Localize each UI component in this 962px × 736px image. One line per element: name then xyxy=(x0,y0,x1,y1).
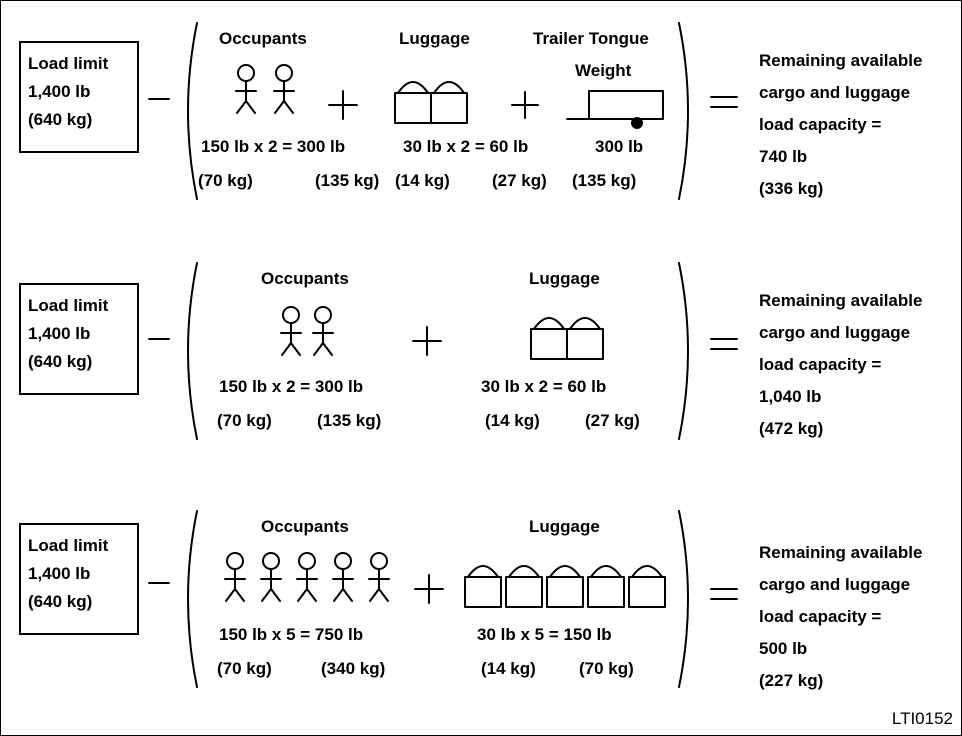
trailer-icon xyxy=(566,90,664,129)
suitcase-icon xyxy=(530,317,568,360)
result-text: Remaining available cargo and luggage lo… xyxy=(759,537,922,697)
luggage-calc: 30 lb x 2 = 60 lb xyxy=(403,137,529,156)
occupant-kg-each: (70 kg) xyxy=(217,659,272,678)
occupants-calc: 150 lb x 5 = 750 lb xyxy=(219,625,364,644)
luggage-kg-total: (27 kg) xyxy=(585,411,640,430)
occupants-calc: 150 lb x 2 = 300 lb xyxy=(201,137,346,156)
load-limit-lb: 1,400 lb xyxy=(28,82,91,101)
occupants-label: Occupants xyxy=(261,269,349,288)
trailer-label-line1: Trailer Tongue xyxy=(533,29,649,48)
suitcase-icon xyxy=(464,565,502,608)
load-limit-box: Load limit 1,400 lb (640 kg) xyxy=(19,41,139,153)
bracket-icon xyxy=(187,510,198,688)
person-icon xyxy=(280,306,302,356)
load-limit-box: Load limit 1,400 lb (640 kg) xyxy=(19,283,139,395)
person-icon xyxy=(296,552,318,602)
result-line-3: load capacity = xyxy=(759,607,882,626)
result-line-3: load capacity = xyxy=(759,115,882,134)
result-line-3: load capacity = xyxy=(759,355,882,374)
suitcase-icon xyxy=(566,317,604,360)
result-kg: (472 kg) xyxy=(759,419,824,438)
person-icon xyxy=(273,64,295,114)
load-limit-title: Load limit xyxy=(28,536,109,555)
load-limit-title: Load limit xyxy=(28,296,109,315)
load-limit-kg: (640 kg) xyxy=(28,110,93,129)
result-line-1: Remaining available xyxy=(759,543,923,562)
result-text: Remaining available cargo and luggage lo… xyxy=(759,285,922,445)
person-icon xyxy=(224,552,246,602)
load-limit-lb: 1,400 lb xyxy=(28,324,91,343)
result-kg: (336 kg) xyxy=(759,179,824,198)
result-line-2: cargo and luggage xyxy=(759,323,911,342)
luggage-kg-total: (27 kg) xyxy=(492,171,547,190)
luggage-calc: 30 lb x 5 = 150 lb xyxy=(477,625,612,644)
occupants-kg-total: (135 kg) xyxy=(317,411,382,430)
person-icon xyxy=(332,552,354,602)
luggage-kg-each: (14 kg) xyxy=(481,659,536,678)
occupants-kg-total: (340 kg) xyxy=(321,659,386,678)
person-icon xyxy=(312,306,334,356)
figure-code: LTI0152 xyxy=(891,709,953,728)
load-limit-box: Load limit 1,400 lb (640 kg) xyxy=(19,523,139,635)
suitcase-icon xyxy=(628,565,666,608)
suitcase-icon xyxy=(394,81,432,124)
occupants-kg-total: (135 kg) xyxy=(315,171,380,190)
trailer-label-line2: Weight xyxy=(575,61,632,80)
person-icon xyxy=(260,552,282,602)
result-line-1: Remaining available xyxy=(759,51,923,70)
result-kg: (227 kg) xyxy=(759,671,824,690)
bracket-icon xyxy=(678,22,689,200)
trailer-weight-kg: (135 kg) xyxy=(572,171,637,190)
luggage-label: Luggage xyxy=(529,517,600,536)
result-line-2: cargo and luggage xyxy=(759,575,911,594)
result-lb: 500 lb xyxy=(759,639,808,658)
suitcase-icon xyxy=(546,565,584,608)
luggage-label: Luggage xyxy=(399,29,470,48)
bracket-icon xyxy=(187,262,198,440)
load-limit-kg: (640 kg) xyxy=(28,352,93,371)
result-line-1: Remaining available xyxy=(759,291,923,310)
luggage-kg-each: (14 kg) xyxy=(395,171,450,190)
occupants-label: Occupants xyxy=(219,29,307,48)
suitcase-icon xyxy=(430,81,468,124)
person-icon xyxy=(368,552,390,602)
occupants-label: Occupants xyxy=(261,517,349,536)
occupant-kg-each: (70 kg) xyxy=(198,171,253,190)
occupant-kg-each: (70 kg) xyxy=(217,411,272,430)
bracket-icon xyxy=(678,510,689,688)
result-line-2: cargo and luggage xyxy=(759,83,911,102)
person-icon xyxy=(235,64,257,114)
result-text: Remaining available cargo and luggage lo… xyxy=(759,45,922,205)
result-lb: 740 lb xyxy=(759,147,808,166)
load-limit-title: Load limit xyxy=(28,54,109,73)
trailer-weight-lb: 300 lb xyxy=(595,137,644,156)
luggage-label: Luggage xyxy=(529,269,600,288)
luggage-kg-each: (14 kg) xyxy=(485,411,540,430)
bracket-icon xyxy=(187,22,198,200)
suitcase-icon xyxy=(505,565,543,608)
bracket-icon xyxy=(678,262,689,440)
occupants-calc: 150 lb x 2 = 300 lb xyxy=(219,377,364,396)
luggage-kg-total: (70 kg) xyxy=(579,659,634,678)
result-lb: 1,040 lb xyxy=(759,387,822,406)
luggage-calc: 30 lb x 2 = 60 lb xyxy=(481,377,607,396)
load-limit-kg: (640 kg) xyxy=(28,592,93,611)
suitcase-icon xyxy=(587,565,625,608)
load-limit-lb: 1,400 lb xyxy=(28,564,91,583)
